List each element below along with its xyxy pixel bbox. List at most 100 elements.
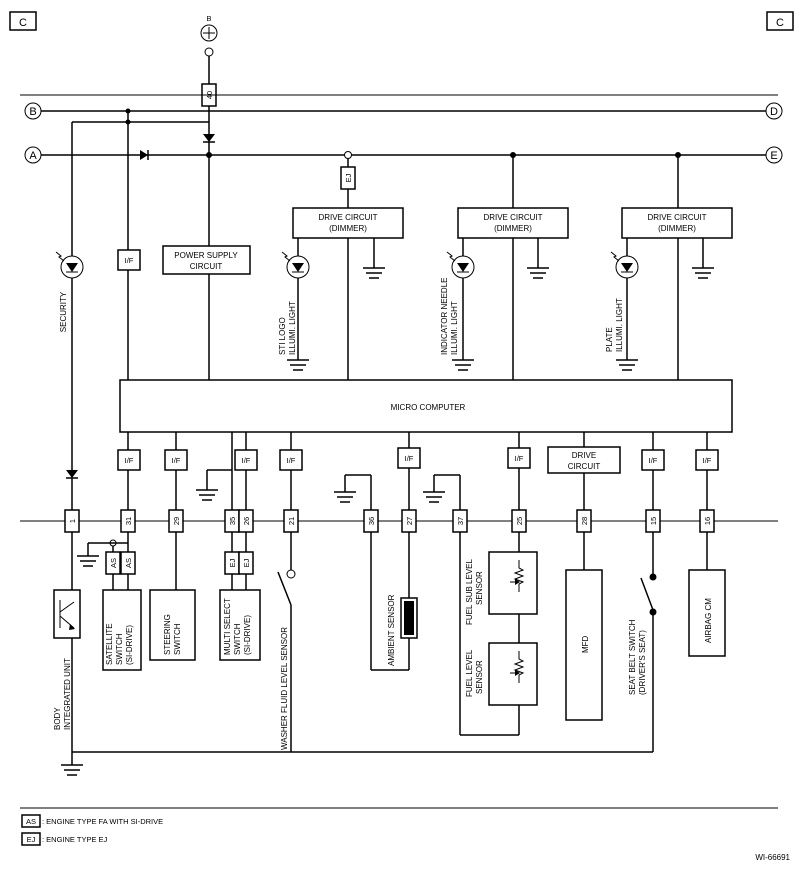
bus-label-d: D <box>770 106 778 118</box>
legend-text-as: : ENGINE TYPE FA WITH SI-DRIVE <box>42 817 163 826</box>
seat-belt-label-1: SEAT BELT SWITCH <box>628 619 637 695</box>
washer-sensor-label: WASHER FLUID LEVEL SENSOR <box>280 627 289 750</box>
battery-label: B <box>206 14 211 23</box>
if-box-15: I/F <box>649 456 658 465</box>
drive-circuit-mfd-line2: CIRCUIT <box>568 462 601 471</box>
drive-circuit-1-line2: (DIMMER) <box>329 224 367 233</box>
drive-circuit-3-line2: (DIMMER) <box>658 224 696 233</box>
lamp-indicator-needle: INDICATOR NEEDLE ILLUMI. LIGHT <box>440 251 475 371</box>
legend-text-ej: : ENGINE TYPE EJ <box>42 835 108 844</box>
drive-circuit-2-line1: DRIVE CIRCUIT <box>483 213 542 222</box>
drive-circuit-1: DRIVE CIRCUIT (DIMMER) <box>292 207 404 380</box>
seat-belt-switch: SEAT BELT SWITCH (DRIVER'S SEAT) <box>628 532 657 752</box>
ej-tag-2: EJ <box>242 558 251 567</box>
connector-pin-number: 31 <box>124 517 133 525</box>
satellite-switch: AS AS SATELLITE SWITCH (SI-DRIVE) <box>77 532 142 671</box>
fuel-level-label-2: SENSOR <box>475 660 484 694</box>
figure-id: WI-66691 <box>755 853 790 862</box>
multi-select-label-1: MULTI SELECT <box>223 598 232 655</box>
bus-label-b: B <box>29 106 36 118</box>
drive-circuit-3-line1: DRIVE CIRCUIT <box>647 213 706 222</box>
lamp-sti-logo: STI LOGO ILLUMI. LIGHT <box>278 251 310 371</box>
corner-label-left: C <box>19 17 27 29</box>
seat-belt-label-2: (DRIVER'S SEAT) <box>638 630 647 695</box>
drive-circuit-1-line1: DRIVE CIRCUIT <box>318 213 377 222</box>
connector-pin-number: 15 <box>649 517 658 525</box>
wire-31: I/F <box>117 108 141 380</box>
micro-computer-label: MICRO COMPUTER <box>391 403 466 412</box>
lower-interfaces: I/F I/F I/F I/F I/F I/F DRIVE CIRCUIT <box>117 432 719 510</box>
connector-pin-number: 36 <box>367 517 376 525</box>
micro-computer: MICRO COMPUTER <box>119 379 733 433</box>
connector-pin-number: 1 <box>68 519 77 523</box>
ambient-sensor-label: AMBIENT SENSOR <box>387 594 396 666</box>
ej-tag-1: EJ <box>228 558 237 567</box>
drive-circuit-2: DRIVE CIRCUIT (DIMMER) <box>457 155 569 380</box>
steering-switch: STEERING SWITCH <box>149 532 196 661</box>
if-box-21: I/F <box>287 456 296 465</box>
drive-circuit-mfd-line1: DRIVE <box>572 451 596 460</box>
if-box-26: I/F <box>242 456 251 465</box>
as-tag-2: AS <box>124 558 133 568</box>
plate-label-1: PLATE <box>605 327 614 352</box>
drive-circuit-3: DRIVE CIRCUIT (DIMMER) <box>621 155 733 380</box>
connector-pin-number: 35 <box>228 517 237 525</box>
security-branch: SECURITY <box>55 119 209 510</box>
airbag-label: AIRBAG CM <box>704 598 713 643</box>
bus-label-a: A <box>29 150 37 162</box>
connector-pin-number: 29 <box>172 517 181 525</box>
ambient-sensor: AMBIENT SENSOR <box>370 532 418 671</box>
ej-tag-top: EJ <box>344 173 353 182</box>
legend-code-as: AS <box>26 817 36 826</box>
satellite-label-2: SWITCH <box>115 633 124 665</box>
multi-select-switch: EJ EJ MULTI SELECT SWITCH (SI-DRIVE) <box>219 532 261 661</box>
sti-logo-label-2: ILLUMI. LIGHT <box>288 301 297 355</box>
if-box-a: I/F <box>125 256 134 265</box>
if-box-29: I/F <box>172 456 181 465</box>
plate-label-2: ILLUMI. LIGHT <box>615 298 624 352</box>
if-box-25: I/F <box>515 454 524 463</box>
fuel-sub-label-2: SENSOR <box>475 571 484 605</box>
mfd: MFD <box>565 532 603 721</box>
indicator-label-1: INDICATOR NEEDLE <box>440 278 449 356</box>
fuel-sensors: FUEL SUB LEVEL SENSOR FUEL LEVEL SENSOR <box>459 532 538 736</box>
sti-logo-label-1: STI LOGO <box>278 317 287 355</box>
steering-label-2: SWITCH <box>173 623 182 655</box>
connector-pin-number: 27 <box>405 517 414 525</box>
if-box-31: I/F <box>125 456 134 465</box>
satellite-label-3: (SI-DRIVE) <box>125 625 134 665</box>
legend-code-ej: EJ <box>27 835 36 844</box>
body-integrated-unit: BODY INTEGRATED UNIT <box>53 532 653 776</box>
ej-link: EJ <box>340 158 356 208</box>
drive-circuit-2-line2: (DIMMER) <box>494 224 532 233</box>
lamp-plate: PLATE ILLUMI. LIGHT <box>605 251 639 371</box>
satellite-label-1: SATELLITE <box>105 623 114 665</box>
power-supply-line2: CIRCUIT <box>190 262 223 271</box>
power-supply-circuit: POWER SUPPLY CIRCUIT <box>162 245 251 380</box>
multi-select-label-3: (SI-DRIVE) <box>243 615 252 655</box>
corner-label-right: C <box>776 17 784 29</box>
connector-pin-number: 16 <box>703 517 712 525</box>
connector-pin-number: 21 <box>287 517 296 525</box>
indicator-label-2: ILLUMI. LIGHT <box>450 301 459 355</box>
washer-fluid-sensor: WASHER FLUID LEVEL SENSOR <box>277 532 296 752</box>
mfd-label: MFD <box>581 635 590 653</box>
connector-pin-number: 25 <box>515 517 524 525</box>
if-box-27: I/F <box>405 454 414 463</box>
legend: AS : ENGINE TYPE FA WITH SI-DRIVE EJ : E… <box>21 814 163 846</box>
connector-pin-number: 26 <box>242 517 251 525</box>
connector-pin-number: 37 <box>456 517 465 525</box>
security-label: SECURITY <box>59 291 68 332</box>
bus-a-e: A E <box>24 146 783 164</box>
body-unit-label-2: INTEGRATED UNIT <box>63 658 72 730</box>
body-unit-label-1: BODY <box>53 707 62 730</box>
fuel-level-label-1: FUEL LEVEL <box>465 649 474 697</box>
fuel-sub-label-1: FUEL SUB LEVEL <box>465 558 474 625</box>
bus-b-d: B D <box>24 102 783 120</box>
corner-ref-left: C <box>9 11 37 31</box>
power-supply-line1: POWER SUPPLY <box>174 251 238 260</box>
as-tag-1: AS <box>109 558 118 568</box>
airbag-cm: AIRBAG CM <box>688 532 726 657</box>
steering-label-1: STEERING <box>163 614 172 655</box>
